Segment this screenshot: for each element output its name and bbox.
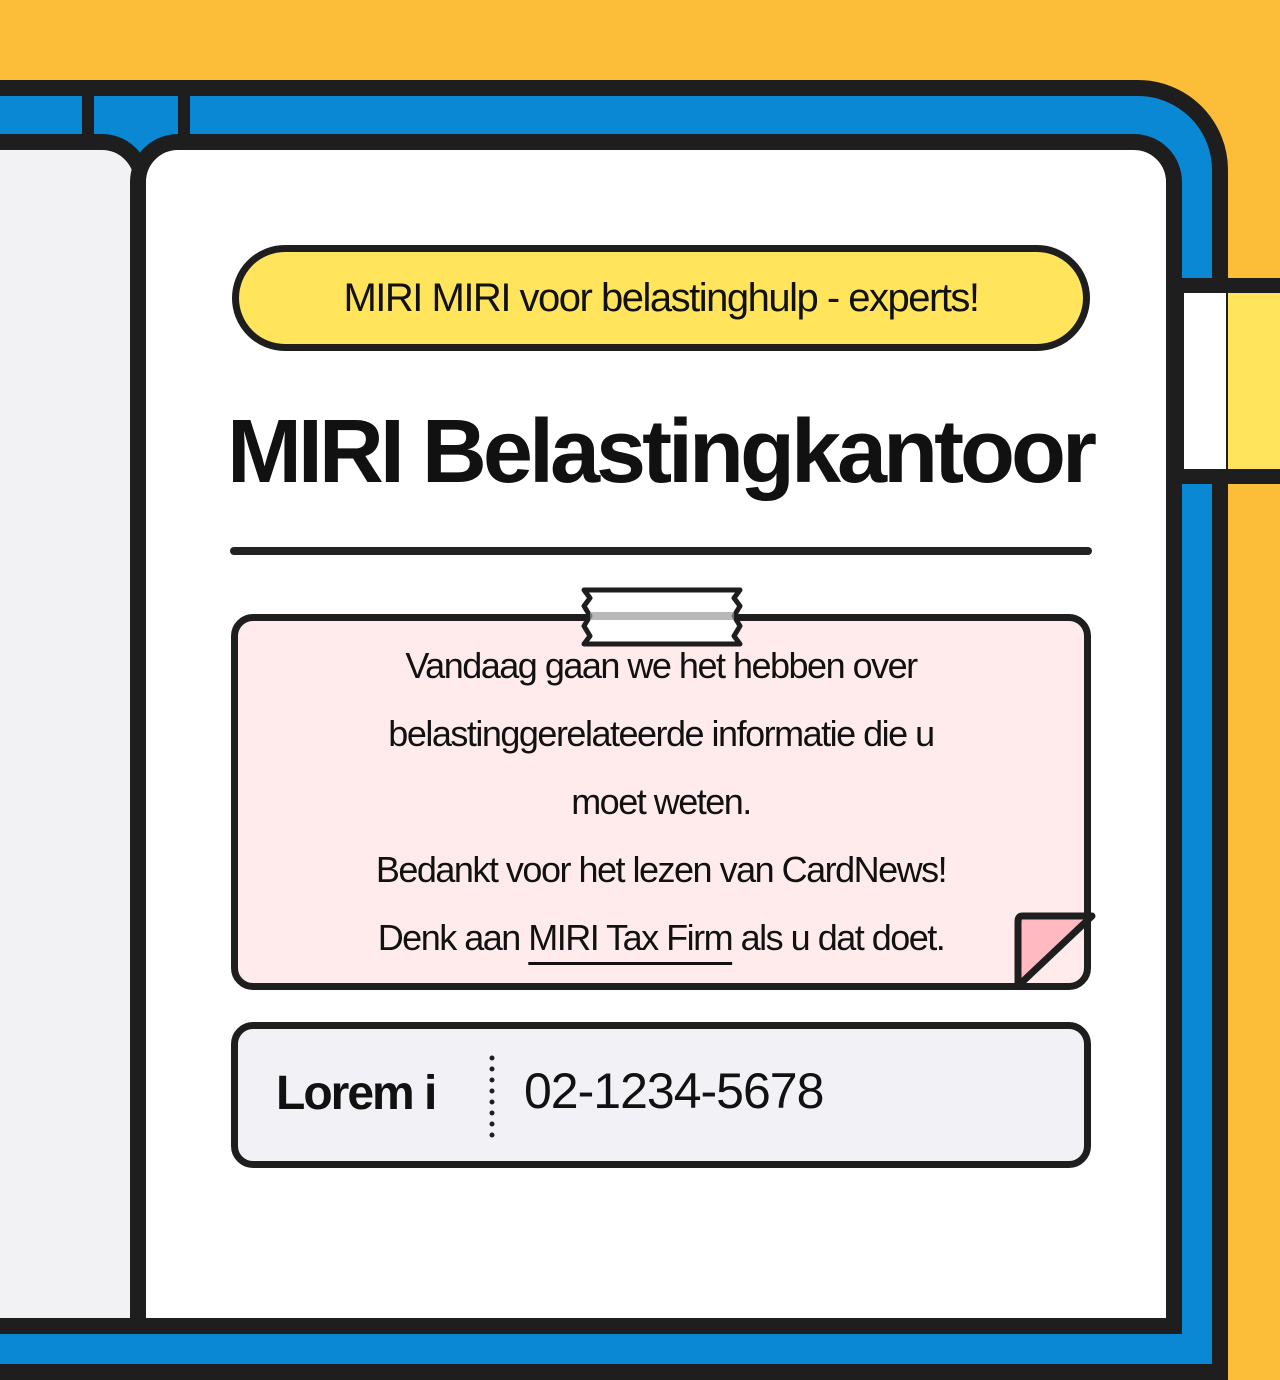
note-line: moet weten. (571, 781, 752, 822)
firm-link[interactable]: MIRI Tax Firm (528, 917, 733, 958)
page-fold-icon (1014, 912, 1096, 990)
page-title: MIRI Belastingkantoor (226, 402, 1097, 502)
tagline-pill: MIRI MIRI voor belastinghulp - experts! (232, 245, 1090, 351)
contact-label: Lorem i (276, 1067, 437, 1120)
contact-phone[interactable]: 02-1234-5678 (524, 1063, 824, 1119)
title-divider (230, 547, 1092, 555)
binder-notch (178, 80, 190, 142)
dotted-separator (489, 1055, 495, 1139)
side-tab (1176, 278, 1280, 484)
info-note (231, 614, 1091, 990)
contact-box (231, 1022, 1091, 1168)
note-text: Vandaag gaan we het hebben over belastin… (232, 632, 1090, 972)
binder-notch (82, 80, 94, 142)
tape-icon (581, 587, 743, 647)
note-line: Bedankt voor het lezen van CardNews! (375, 849, 948, 890)
left-page (0, 134, 150, 1334)
tagline-text: MIRI MIRI voor belastinghulp - experts! (343, 275, 980, 320)
note-line: belastinggerelateerde informatie die u (388, 713, 935, 754)
note-line: Denk aan MIRI Tax Firm als u dat doet. (377, 917, 946, 958)
note-line: Vandaag gaan we het hebben over (405, 645, 918, 686)
